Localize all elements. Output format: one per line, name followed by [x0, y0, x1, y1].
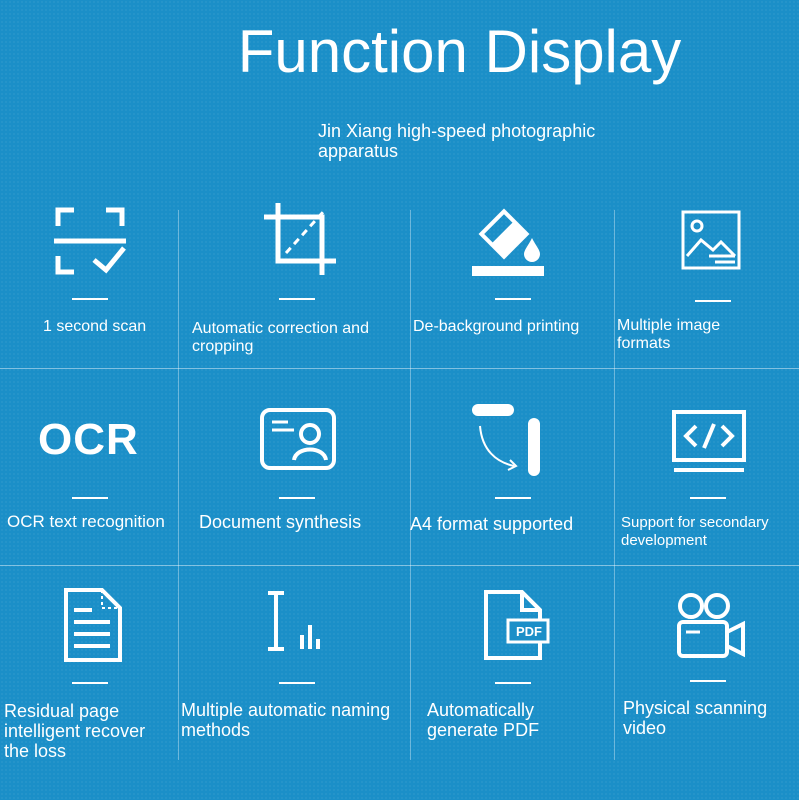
document-icon: [64, 588, 124, 662]
grid-divider: [178, 210, 179, 760]
video-camera-icon: [676, 592, 746, 660]
feature-label: Residual page intelligent recover the lo…: [4, 701, 146, 761]
feature-label: Support for secondary development: [621, 514, 769, 549]
page-subtitle: Jin Xiang high-speed photographic appara…: [318, 121, 596, 161]
grid-divider: [614, 210, 615, 760]
feature-label: Automatic correction and cropping: [192, 320, 369, 355]
divider-dash: [72, 298, 108, 300]
divider-dash: [279, 298, 315, 300]
divider-dash: [690, 680, 726, 682]
divider-dash: [495, 497, 531, 499]
ocr-icon: OCR: [38, 415, 139, 464]
divider-dash: [72, 682, 108, 684]
feature-label: OCR text recognition: [7, 512, 165, 531]
image-icon: [681, 210, 741, 270]
divider-dash: [279, 497, 315, 499]
crop-icon: [264, 203, 336, 275]
divider-dash: [495, 298, 531, 300]
feature-label: Automatically generate PDF: [427, 700, 540, 740]
a4-format-icon: [472, 404, 544, 476]
feature-label: Multiple image formats: [617, 317, 721, 352]
divider-dash: [695, 300, 731, 302]
id-card-icon: [260, 408, 336, 470]
feature-label: Document synthesis: [199, 512, 362, 532]
page-title: Function Display: [237, 18, 682, 85]
feature-label: A4 format supported: [410, 514, 574, 534]
divider-dash: [279, 682, 315, 684]
scan-check-icon: [54, 206, 126, 276]
grid-divider: [0, 368, 799, 369]
feature-label: Physical scanning video: [623, 698, 768, 738]
code-monitor-icon: [672, 410, 746, 474]
paint-bucket-icon: [470, 204, 544, 276]
feature-label: 1 second scan: [43, 318, 147, 335]
divider-dash: [690, 497, 726, 499]
pdf-icon: PDF: [482, 590, 550, 660]
divider-dash: [495, 682, 531, 684]
grid-divider: [410, 210, 411, 760]
naming-icon: [266, 591, 326, 653]
feature-label: De-background printing: [413, 318, 580, 335]
feature-label: Multiple automatic naming methods: [181, 700, 391, 740]
divider-dash: [72, 497, 108, 499]
grid-divider: [0, 565, 799, 566]
